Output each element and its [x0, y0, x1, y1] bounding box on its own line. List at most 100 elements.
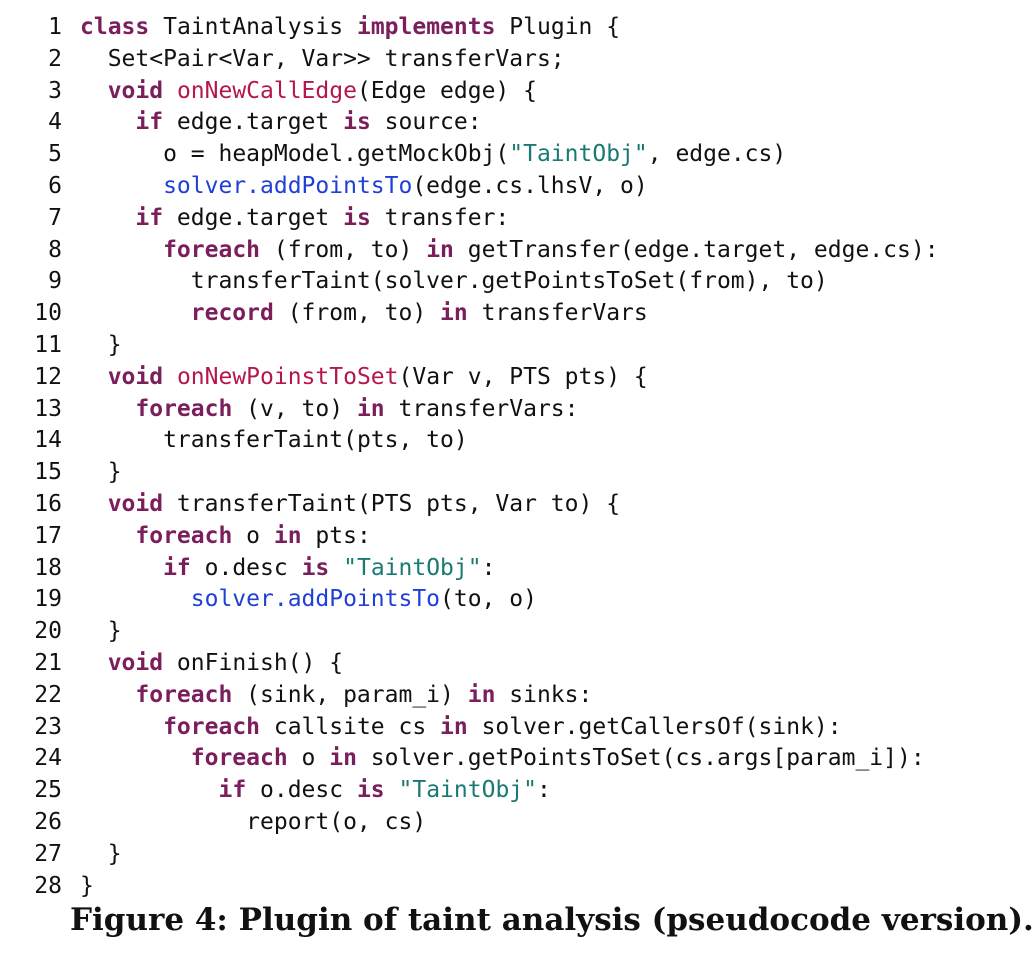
code-text: transferVars: [467, 300, 648, 327]
code-keyword: record: [190, 300, 274, 327]
code-text: o.desc: [190, 554, 302, 581]
code-text: getTransfer(edge.target, edge.cs):: [453, 236, 939, 263]
code-source: foreach o in pts:: [80, 521, 371, 553]
code-source: }: [80, 457, 122, 489]
line-number: 17: [34, 522, 62, 549]
code-text: [329, 555, 343, 581]
line-number: 5: [48, 141, 62, 168]
code-line: 13 foreach (v, to) in transferVars:: [0, 394, 1000, 426]
code-text: [163, 364, 177, 390]
code-keyword: if: [218, 777, 247, 804]
line-number: 13: [34, 395, 62, 422]
line-number: 12: [34, 363, 62, 390]
code-source: if edge.target is transfer:: [80, 203, 509, 235]
code-keyword: foreach: [135, 681, 233, 708]
code-text: solver.getPointsToSet(cs.args[param_i]):: [356, 745, 925, 772]
code-text: pts:: [301, 522, 371, 549]
code-keyword: void: [107, 363, 164, 390]
code-source: void onNewPoinstToSet(Var v, PTS pts) {: [80, 362, 648, 394]
code-source: }: [80, 330, 122, 362]
code-keyword: in: [273, 522, 302, 549]
line-number: 20: [34, 618, 62, 645]
code-line: 21 void onFinish() {: [0, 648, 1000, 680]
code-keyword: foreach: [190, 745, 288, 772]
code-text: }: [107, 331, 122, 358]
code-text: onFinish() {: [163, 649, 344, 676]
code-keyword: in: [426, 236, 454, 263]
code-source: transferTaint(solver.getPointsToSet(from…: [80, 266, 828, 298]
line-number: 25: [34, 777, 62, 804]
code-text: [385, 777, 399, 803]
line-number: 23: [34, 713, 62, 740]
code-keyword: in: [329, 745, 357, 772]
code-keyword: if: [163, 554, 191, 581]
code-text: sinks:: [495, 681, 593, 708]
code-line: 15}: [0, 457, 1000, 489]
code-keyword: if: [135, 109, 164, 136]
code-source: foreach o in solver.getPointsToSet(cs.ar…: [80, 743, 925, 775]
code-text: solver.getCallersOf(sink):: [467, 713, 842, 740]
code-text: transferVars:: [384, 395, 579, 422]
code-source: foreach (from, to) in getTransfer(edge.t…: [80, 235, 939, 267]
code-text: transfer:: [370, 204, 510, 231]
code-text: }: [107, 618, 122, 645]
code-source: report(o, cs): [80, 807, 426, 839]
code-keyword: void: [107, 490, 164, 517]
code-line: 23 foreach callsite cs in solver.getCalle…: [0, 712, 1000, 744]
line-number: 21: [34, 649, 62, 676]
code-text: o: [287, 745, 330, 772]
code-line: 11}: [0, 330, 1000, 362]
code-keyword: foreach: [163, 713, 261, 740]
line-number: 6: [48, 172, 62, 199]
code-string: "TaintObj": [398, 777, 537, 804]
code-keyword: in: [467, 681, 496, 708]
code-text: :: [537, 777, 551, 804]
code-text: , edge.cs): [647, 141, 787, 168]
code-text: report(o, cs): [246, 808, 427, 835]
code-line: 3 void onNewCallEdge(Edge edge) {: [0, 76, 1000, 108]
code-keyword: is: [343, 204, 371, 231]
code-source: foreach (v, to) in transferVars:: [80, 394, 579, 426]
line-number: 3: [48, 77, 62, 104]
code-keyword: void: [107, 77, 164, 104]
line-number: 16: [34, 490, 62, 517]
code-source: }: [80, 871, 94, 903]
line-number: 19: [34, 586, 62, 613]
code-text: (from, to): [273, 300, 441, 327]
code-text: }: [107, 840, 122, 867]
code-line: 14 transferTaint(pts, to): [0, 425, 1000, 457]
code-text: o.desc: [246, 777, 357, 804]
code-keyword: foreach: [135, 395, 233, 422]
code-text: :: [481, 554, 496, 581]
code-keyword: void: [107, 649, 164, 676]
code-method-name: onNewCallEdge: [176, 77, 357, 104]
line-number: 26: [34, 808, 62, 835]
code-text: TaintAnalysis: [149, 14, 357, 40]
code-text: edge.target: [163, 109, 344, 136]
line-number: 14: [34, 427, 62, 454]
code-source: transferTaint(pts, to): [80, 425, 468, 457]
code-text: }: [80, 872, 94, 899]
code-text: (sink, param_i): [232, 681, 468, 708]
figure-caption: Figure 4: Plugin of taint analysis (pseu…: [70, 902, 1034, 938]
code-text: (Edge edge) {: [356, 77, 537, 104]
line-number: 11: [34, 331, 62, 358]
code-line: 12 void onNewPoinstToSet(Var v, PTS pts) …: [0, 362, 1000, 394]
code-source: }: [80, 616, 122, 648]
code-line: 20}: [0, 616, 1000, 648]
code-source: class TaintAnalysis implements Plugin {: [80, 12, 620, 44]
code-source: foreach callsite cs in solver.getCallers…: [80, 712, 842, 744]
code-keyword: is: [301, 554, 330, 581]
code-text: }: [107, 459, 122, 486]
line-number: 28: [34, 872, 62, 899]
